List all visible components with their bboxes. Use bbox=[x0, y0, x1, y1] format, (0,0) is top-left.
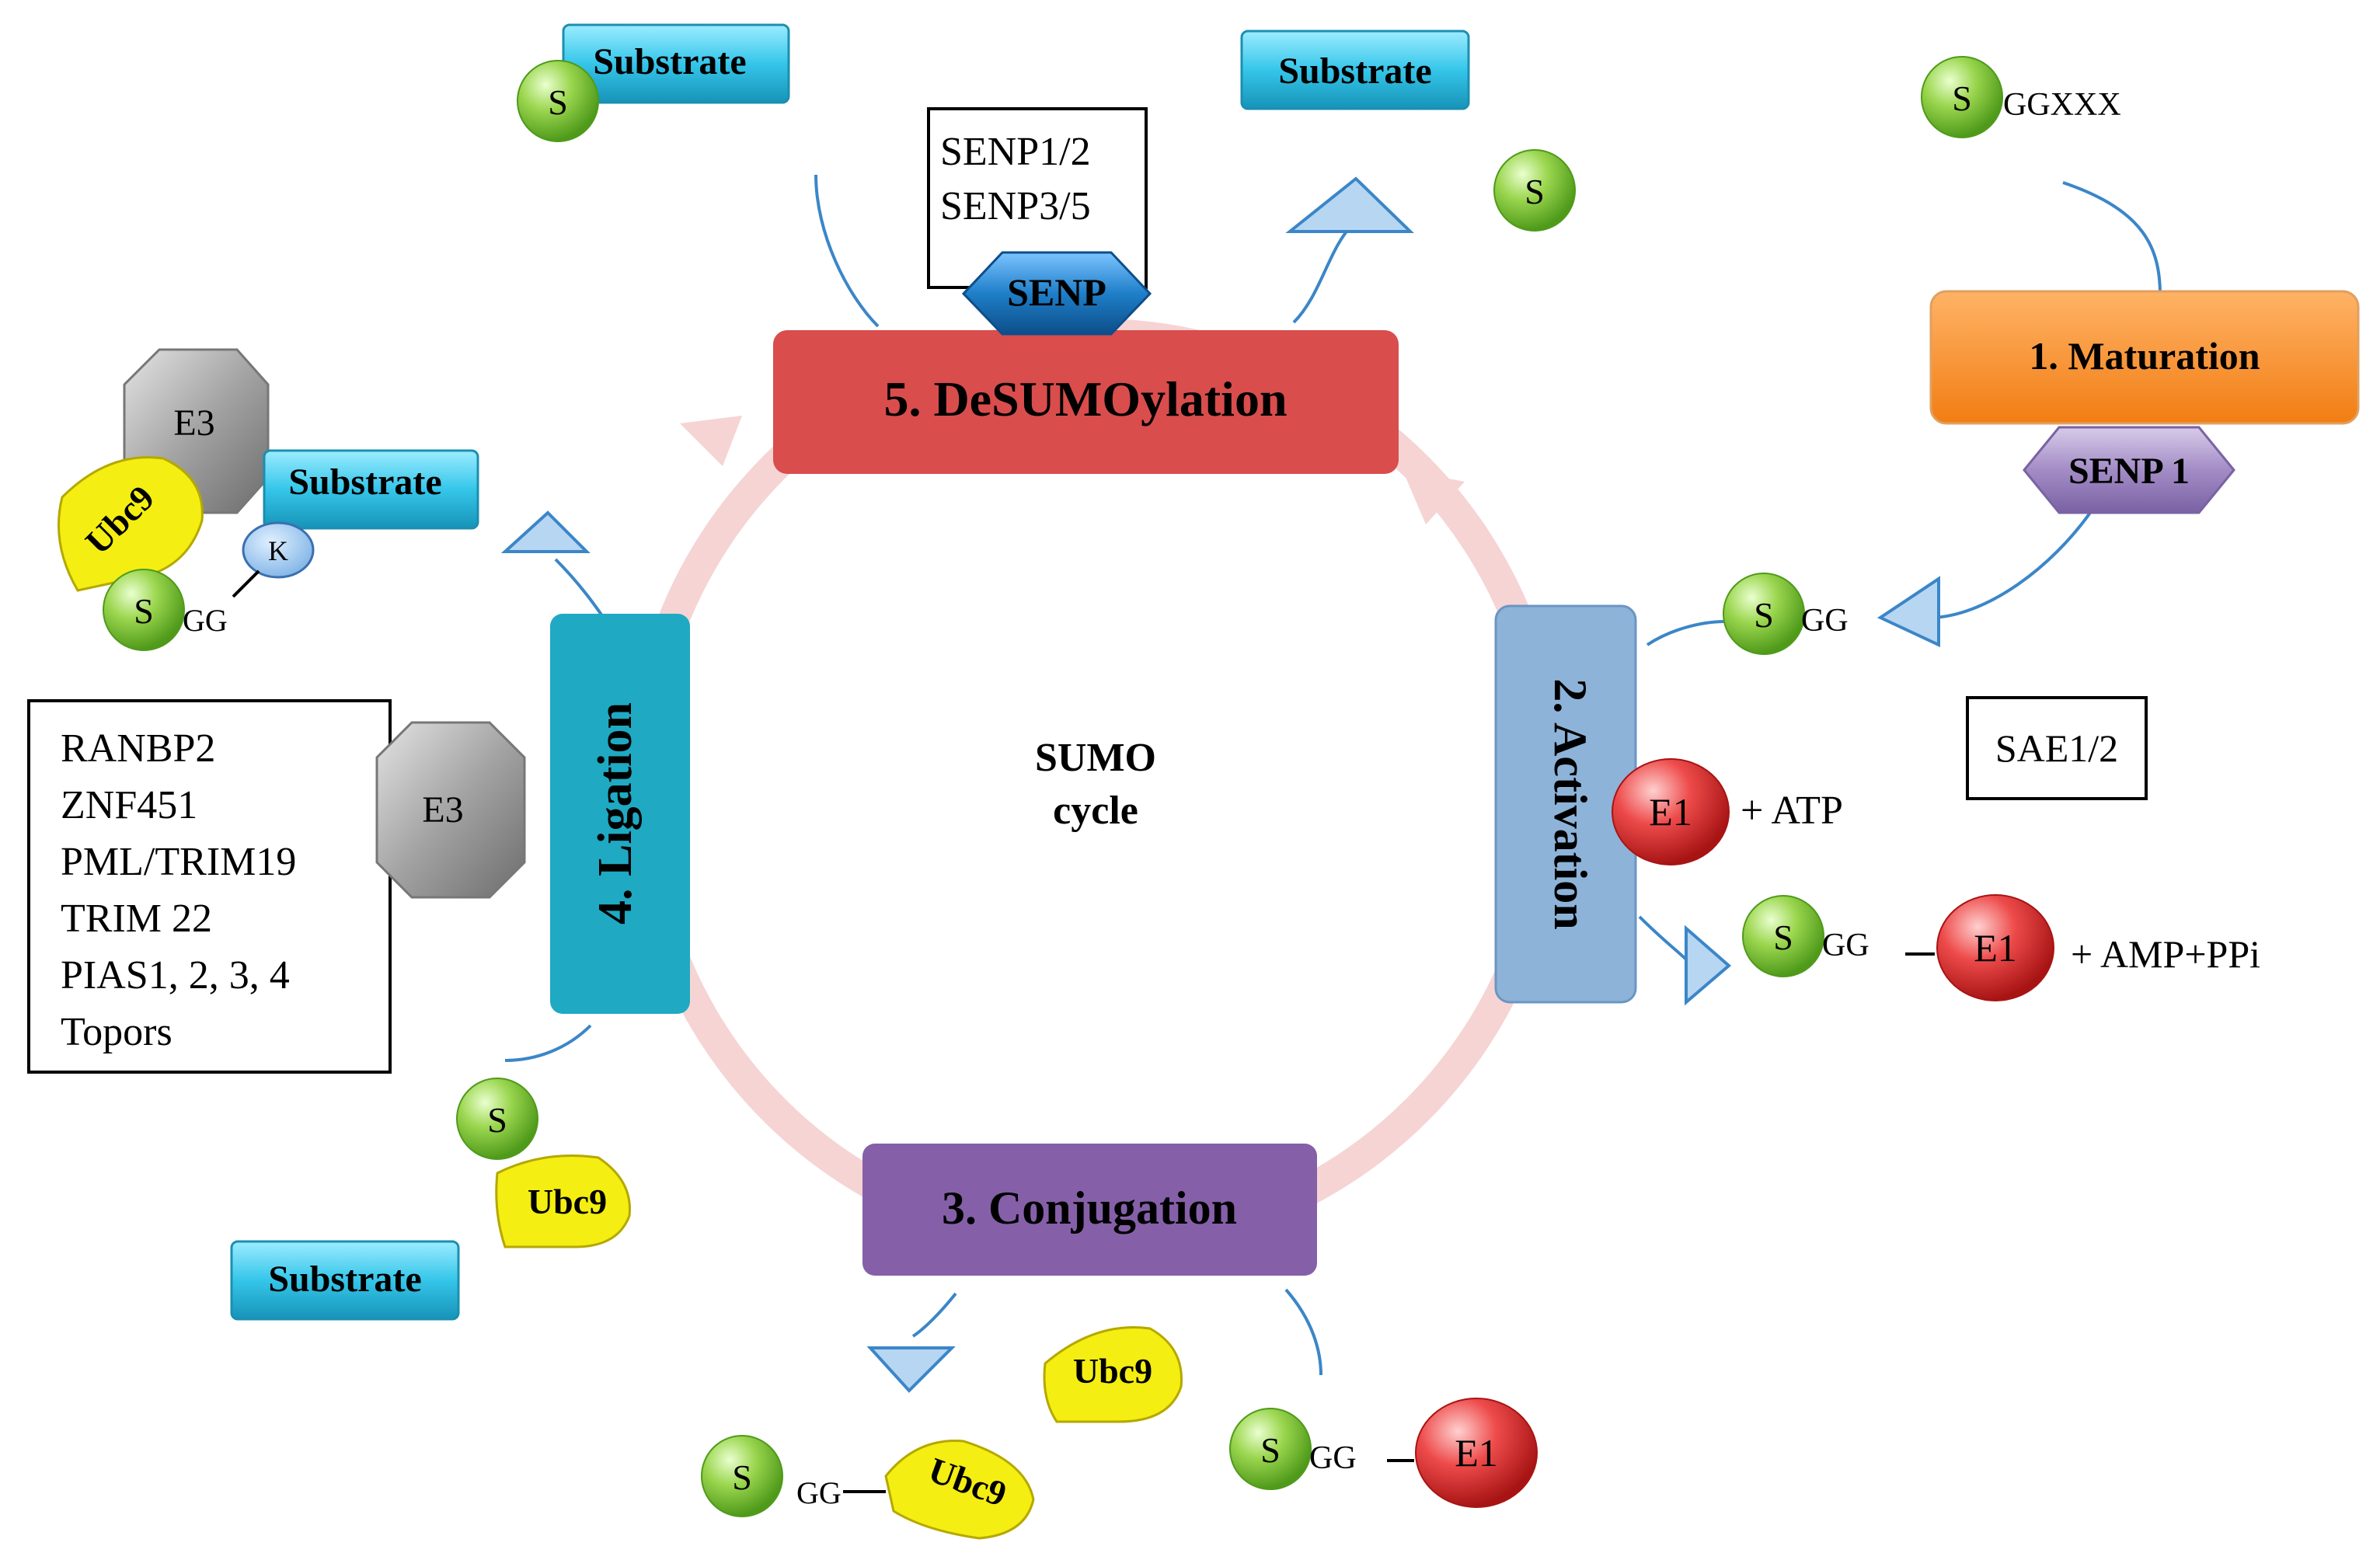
plus-amp-ppi-label: + AMP+PPi bbox=[2071, 932, 2260, 976]
substrate-bottom-left: Substrate bbox=[230, 1240, 460, 1321]
substrate-top-left: Substrate bbox=[562, 23, 790, 104]
arrowhead-desumoylation bbox=[1285, 176, 1414, 233]
ubc9-label: Ubc9 bbox=[528, 1182, 607, 1221]
sumo-ball-top-left: S bbox=[517, 60, 599, 142]
e3-ligase-3: PML/TRIM19 bbox=[61, 840, 296, 884]
sumo-ball-free: S bbox=[1493, 149, 1576, 232]
e3-label: E3 bbox=[422, 789, 463, 830]
senp-hexagon-label: SENP bbox=[1007, 270, 1106, 314]
arrowhead-conjugation bbox=[866, 1346, 956, 1393]
senp-variant-2: SENP3/5 bbox=[940, 184, 1091, 228]
e3-ligase-5: PIAS1, 2, 3, 4 bbox=[61, 953, 290, 998]
senp-hexagon: SENP bbox=[961, 251, 1152, 336]
arrowheads bbox=[500, 176, 1940, 1393]
substrate-bottom-left-label: Substrate bbox=[268, 1259, 421, 1300]
e1-activation: E1 + ATP bbox=[1612, 758, 1843, 865]
arrowhead-activation bbox=[1685, 925, 1732, 1006]
sumo-mature: S GG bbox=[1723, 573, 1849, 655]
e3-ligase-4: TRIM 22 bbox=[61, 897, 212, 941]
gg-label: GG bbox=[796, 1475, 842, 1510]
step-activation-label: 2. Activation bbox=[1545, 678, 1596, 929]
sumo-label: S bbox=[487, 1100, 507, 1140]
senp1-hexagon: SENP 1 bbox=[2023, 426, 2235, 514]
arrowhead-ligation bbox=[500, 510, 591, 553]
sumo-label: S bbox=[1773, 918, 1793, 957]
gg-label: GG bbox=[1822, 928, 1870, 963]
gg-label: GG bbox=[183, 603, 228, 638]
sumo-label: S bbox=[1260, 1430, 1281, 1470]
step-conjugation-label: 3. Conjugation bbox=[942, 1182, 1237, 1234]
e3-ligase-6: Topors bbox=[61, 1010, 172, 1054]
sumo-e1-thioester: S GG E1 + AMP+PPi bbox=[1742, 894, 2260, 1001]
e3-ligase-1: RANBP2 bbox=[61, 726, 215, 771]
sumo-label: S bbox=[1754, 595, 1774, 635]
center-label: SUMO cycle bbox=[1035, 736, 1156, 833]
ggxxx-label: GGXXX bbox=[2003, 87, 2121, 123]
sumo-ubc9-thioester: S GG Ubc9 bbox=[701, 1435, 1035, 1540]
e1-label: E1 bbox=[1974, 926, 2017, 970]
gg-label: GG bbox=[1801, 603, 1849, 639]
substrate-ligated-label: Substrate bbox=[288, 461, 441, 503]
sumo-label: S bbox=[732, 1457, 752, 1497]
substrate-top-right: Substrate bbox=[1240, 30, 1470, 110]
sumo-precursor: S GGXXX bbox=[1921, 56, 2121, 138]
substrate-top-right-label: Substrate bbox=[1278, 50, 1431, 92]
sumo-label: S bbox=[1525, 172, 1545, 211]
plus-atp-label: + ATP bbox=[1741, 789, 1843, 833]
ligated-complex: E3 Substrate Ubc9 K S GG bbox=[57, 348, 479, 651]
step-maturation-label: 1. Maturation bbox=[2029, 334, 2260, 378]
sumo-ubc9-ligation: S Ubc9 bbox=[456, 1078, 631, 1248]
e3-ligase-2: ZNF451 bbox=[61, 783, 197, 827]
step-desumoylation-label: 5. DeSUMOylation bbox=[883, 371, 1287, 427]
step-ligation-label: 4. Ligation bbox=[589, 702, 642, 925]
step-conjugation[interactable]: 3. Conjugation bbox=[862, 1144, 1317, 1276]
sumo-e1-conjugation: S GG E1 bbox=[1229, 1398, 1538, 1508]
step-ligation[interactable]: 4. Ligation bbox=[550, 614, 690, 1014]
ubc9-label: Ubc9 bbox=[1073, 1351, 1152, 1391]
e1-label: E1 bbox=[1455, 1431, 1498, 1475]
step-maturation[interactable]: 1. Maturation bbox=[1929, 290, 2360, 425]
arrowhead-maturation bbox=[1876, 576, 1940, 648]
sumo-label: S bbox=[1952, 78, 1972, 118]
e3-ligation: E3 bbox=[375, 721, 526, 899]
ubc9-free: Ubc9 bbox=[1043, 1325, 1183, 1423]
e1-label: E1 bbox=[1649, 790, 1692, 834]
senp1-label: SENP 1 bbox=[2068, 451, 2190, 492]
sae-label: SAE1/2 bbox=[1995, 726, 2118, 770]
sae-box: SAE1/2 bbox=[1966, 696, 2148, 800]
senp-variant-1: SENP1/2 bbox=[940, 130, 1091, 174]
e3-ligases-box: RANBP2 ZNF451 PML/TRIM19 TRIM 22 PIAS1, … bbox=[27, 699, 392, 1074]
substrate-top-left-label: Substrate bbox=[593, 41, 746, 82]
lysine-label: K bbox=[268, 535, 288, 566]
center-label-line1: SUMO bbox=[1035, 736, 1156, 780]
connector-lines bbox=[504, 174, 2162, 1376]
e3-label: E3 bbox=[173, 402, 214, 444]
step-desumoylation[interactable]: 5. DeSUMOylation bbox=[773, 330, 1399, 474]
sumo-label: S bbox=[134, 591, 154, 631]
center-label-line2: cycle bbox=[1053, 789, 1138, 833]
gg-label: GG bbox=[1309, 1440, 1357, 1476]
sumo-label: S bbox=[548, 82, 568, 122]
